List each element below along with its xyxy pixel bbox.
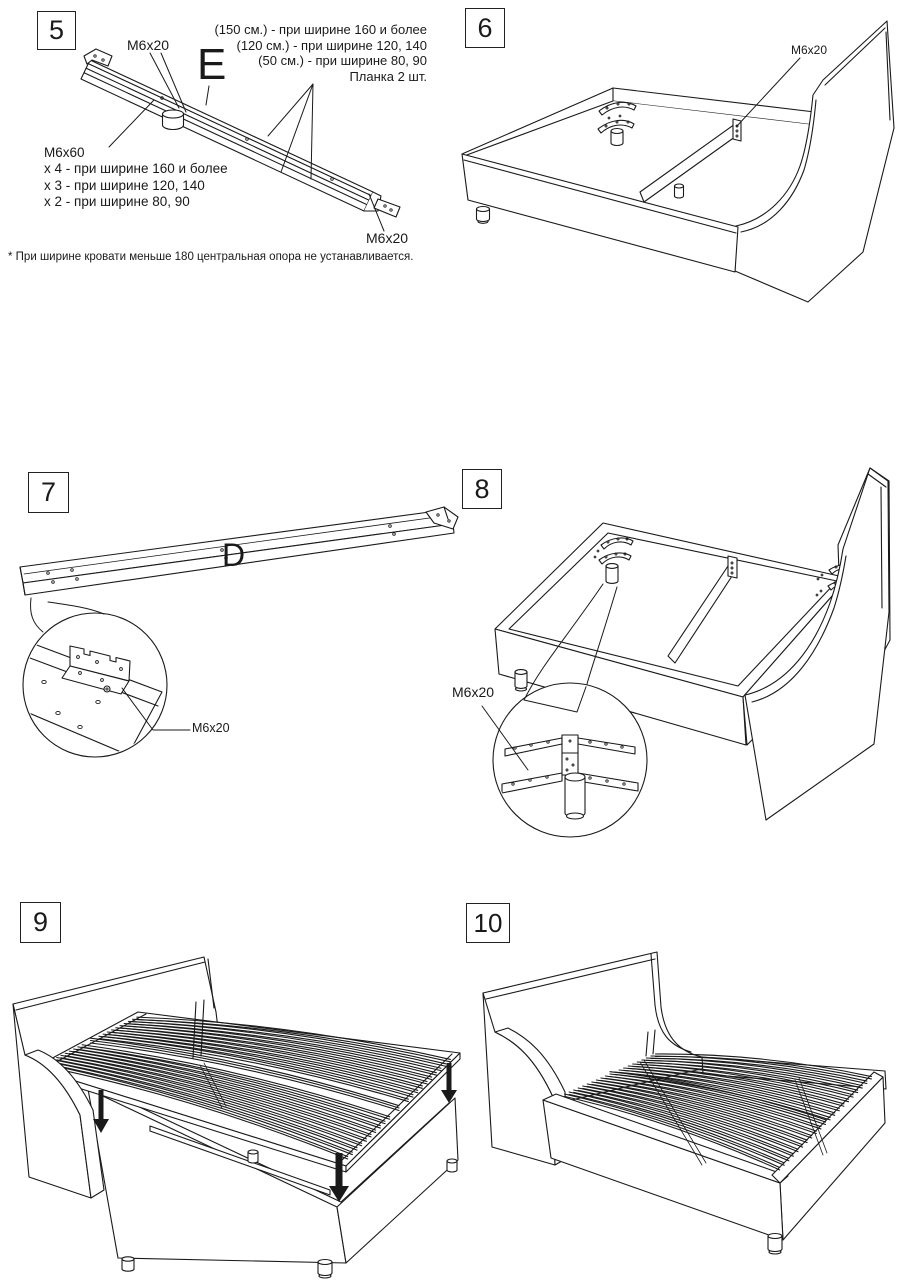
- step5-m6x20-bottom-label: M6x20: [366, 230, 409, 246]
- step7-number-box: 7: [28, 472, 69, 513]
- down-arrow-icon: [329, 1153, 349, 1202]
- size-note-line: Планка 2 шт.: [349, 68, 427, 84]
- step6-m6x20-label: M6x20: [791, 43, 828, 57]
- step5-footnote: * При ширине кровати меньше 180 централь…: [8, 251, 414, 263]
- size-note-line: (120 см.) - при ширине 120, 140: [236, 37, 427, 53]
- step10-number: 10: [473, 907, 503, 938]
- step8-bed-frame-drawing: [481, 467, 891, 838]
- step7-plank-drawing: [19, 506, 459, 758]
- m6x60-line: х 4 - при ширине 160 и более: [44, 161, 228, 177]
- step5-plank-drawing: [80, 48, 401, 232]
- step6-number: 6: [477, 12, 493, 43]
- down-arrow-icon: [93, 1090, 109, 1133]
- step5-number-box: 5: [37, 11, 76, 50]
- step5-number: 5: [48, 15, 65, 45]
- step10-number-box: 10: [466, 903, 510, 943]
- size-note-line: (150 см.) - при ширине 160 и более: [214, 22, 427, 37]
- step9-number: 9: [32, 907, 49, 937]
- step5-m6x60-note: M6x60 х 4 - при ширине 160 и более х 3 -…: [44, 145, 228, 211]
- step6-number-box: 6: [465, 8, 505, 48]
- step8-number-box: 8: [462, 469, 502, 509]
- step5-part-letter: E: [197, 40, 227, 89]
- down-arrow-icon: [441, 1063, 457, 1103]
- step10-assembled-bed-drawing: [482, 951, 887, 1255]
- step8-number: 8: [474, 473, 490, 504]
- step6-bed-frame-drawing: [461, 20, 895, 303]
- step7-part-letter: D: [222, 537, 246, 573]
- step5-m6x20-top-label: M6x20: [127, 37, 170, 53]
- step7-m6x20-label: M6x20: [192, 721, 230, 735]
- m6x60-line: х 2 - при ширине 80, 90: [44, 194, 190, 210]
- step9-number-box: 9: [20, 902, 61, 943]
- step5-size-notes: (150 см.) - при ширине 160 и более (120 …: [214, 22, 427, 84]
- m6x60-line: х 3 - при ширине 120, 140: [44, 177, 205, 193]
- step9-slats-placement-drawing: [12, 956, 461, 1279]
- m6x60-title: M6x60: [44, 145, 85, 160]
- step8-m6x20-label: M6x20: [452, 684, 495, 700]
- size-note-line: (50 см.) - при ширине 80, 90: [258, 53, 427, 69]
- step7-number: 7: [40, 477, 57, 507]
